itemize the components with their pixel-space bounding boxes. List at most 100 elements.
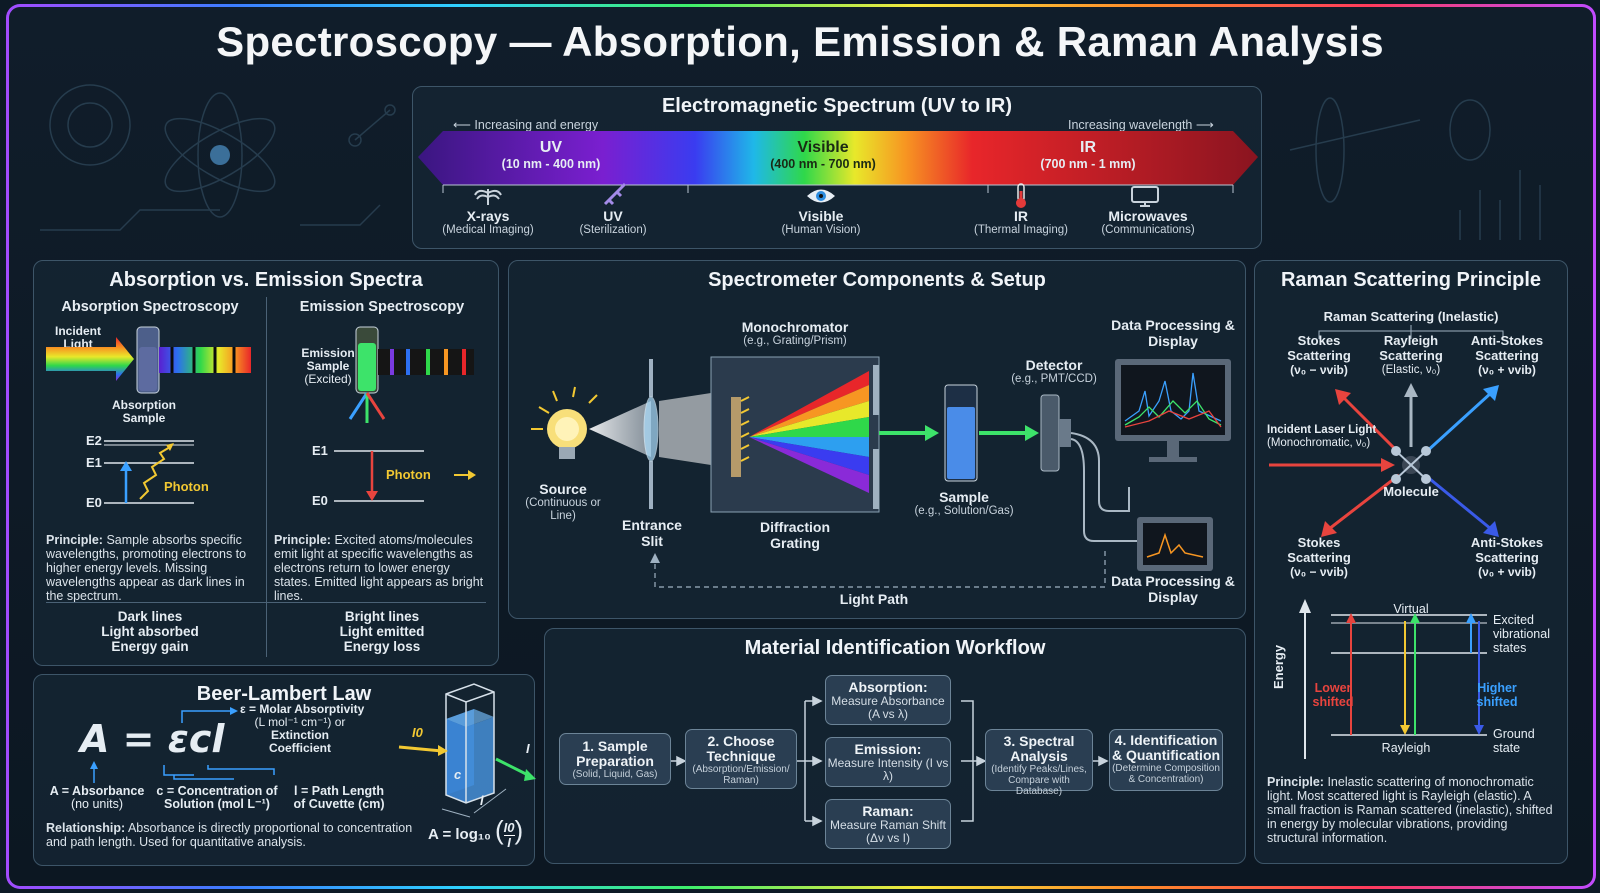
detector-label: Detector(e.g., PMT/CCD) (1011, 357, 1097, 385)
summary-divider (46, 602, 486, 603)
absorption-energy-diagram (104, 440, 194, 504)
display-top-label: Data Processing & Display (1111, 317, 1235, 349)
xray-icon (474, 189, 502, 205)
raman-energy-diagram (1299, 599, 1487, 759)
emission-photon-label: Photon (386, 467, 431, 482)
display-bottom-label: Data Processing & Display (1111, 573, 1235, 605)
monitor-icon (1131, 186, 1159, 207)
thermometer-icon (1016, 183, 1026, 208)
energy-arrow-label: ⟵ Increasing and energy (453, 118, 599, 132)
raman-scattering-diagram (1269, 325, 1504, 537)
emission-illustration (348, 326, 474, 423)
molecule-label: Molecule (1383, 484, 1439, 499)
workflow-arrows (669, 695, 1109, 827)
level-e1: E1 (86, 455, 102, 470)
emission-heading: Emission Spectroscopy (299, 299, 465, 315)
step-choose-technique: 2. Choose Technique(Absorption/Emission/… (685, 729, 797, 789)
emission-energy-diagram (334, 450, 476, 502)
ground-state-label: Ground state (1493, 727, 1535, 755)
stokes-top-label: Stokes Scattering(ν₀ − νvib) (1287, 333, 1351, 377)
spectrometer-panel: Spectrometer Components & Setup (508, 260, 1246, 619)
step-sample-prep: 1. Sample Preparation(Solid, Liquid, Gas… (559, 733, 671, 785)
anti-stokes-top-label: Anti-Stokes Scattering(ν₀ + νvib) (1470, 333, 1544, 377)
photon-label: Photon (164, 479, 209, 494)
incident-laser-label: Incident Laser Light(Monochromatic, ν₀) (1267, 424, 1377, 449)
spectrum-bar (418, 131, 1258, 193)
divider (266, 297, 267, 657)
cuvette-illustration (398, 683, 536, 818)
beer-relationship: Relationship: Absorbance is directly pro… (46, 821, 413, 849)
em-spectrum-panel: Electromagnetic Spectrum (UV to IR) ⟵ In… (412, 86, 1262, 249)
beer-lambert-panel: Beer-Lambert Law A = εcl ε = Molar Absor… (33, 674, 536, 866)
excited-states-label: Excited vibrational states (1493, 613, 1550, 655)
stokes-bottom-label: Stokes Scattering(ν₀ − νvib) (1287, 535, 1351, 579)
entrance-slit-label: Entrance Slit (622, 517, 682, 549)
raman-principle: Principle: Inelastic scattering of monoc… (1267, 775, 1553, 845)
emission-principle: Principle: Excited atoms/molecules emit … (274, 533, 484, 603)
technique-raman: Raman:Measure Raman Shift (Δν vs I) (825, 799, 951, 849)
emission-level-e0: E0 (312, 493, 328, 508)
syringe-icon (603, 182, 627, 206)
step-identification: 4. Identification & Quantification(Deter… (1109, 729, 1223, 791)
lower-shifted-label: Lower shifted (1312, 681, 1354, 709)
spectrometer-illustration (531, 356, 1231, 588)
app-xrays: X-rays(Medical Imaging) (442, 208, 534, 236)
diffraction-grating-label: Diffraction Grating (760, 519, 830, 551)
source-label: Source(Continuous or Line) (525, 481, 601, 522)
light-path-label: Light Path (839, 591, 909, 607)
absorption-sample-label: Absorption Sample (112, 398, 176, 425)
beer-lambert-formula: A = εcl (80, 717, 225, 761)
wavelength-arrow-label: Increasing wavelength ⟶ (1068, 118, 1214, 132)
raman-title: Raman Scattering Principle (1280, 269, 1542, 291)
app-uv: UV(Sterilization) (579, 208, 647, 236)
app-visible: Visible(Human Vision) (781, 208, 861, 236)
i-label: I (526, 741, 530, 756)
visible-band-label: Visible(400 nm - 700 nm) (770, 139, 876, 171)
sample-label: Sample(e.g., Solution/Gas) (914, 489, 1014, 517)
emission-level-e1: E1 (312, 443, 328, 458)
absorption-heading: Absorption Spectroscopy (61, 299, 239, 315)
c-label: c (454, 767, 462, 782)
step-spectral-analysis: 3. Spectral Analysis(Identify Peaks/Line… (985, 729, 1093, 797)
beer-lambert-title: Beer-Lambert Law (196, 683, 372, 705)
formula-arrows (90, 707, 275, 783)
workflow-title: Material Identification Workflow (744, 637, 1046, 659)
absorbance-label: A = Absorbance(no units) (49, 784, 145, 811)
app-microwaves: Microwaves(Communications) (1101, 208, 1195, 236)
raman-subtitle: Raman Scattering (Inelastic) (1323, 309, 1499, 324)
raman-panel: Raman Scattering Principle Raman Scatter… (1254, 260, 1568, 864)
em-spectrum-title: Electromagnetic Spectrum (UV to IR) (661, 95, 1013, 117)
technique-emission: Emission:Measure Intensity (I vs λ) (825, 737, 951, 787)
page-title: Spectroscopy — Absorption, Emission & Ra… (216, 18, 1384, 65)
ir-band-label: IR(700 nm - 1 mm) (1040, 139, 1136, 171)
rayleigh-bottom-label: Rayleigh (1381, 741, 1431, 755)
absorption-illustration (46, 326, 251, 394)
higher-shifted-label: Higher shifted (1476, 681, 1518, 709)
absorption-emission-panel: Absorption vs. Emission Spectra Absorpti… (33, 260, 499, 666)
absorption-emission-title: Absorption vs. Emission Spectra (109, 269, 423, 291)
energy-axis-label: Energy (1271, 644, 1286, 689)
eye-icon (807, 189, 835, 203)
l-label: l (480, 793, 484, 808)
i0-label: I0 (412, 725, 423, 740)
technique-absorption: Absorption:Measure Absorbance (A vs λ) (825, 675, 951, 725)
uv-band-label: UV(10 nm - 400 nm) (501, 139, 601, 171)
monochromator-label: Monochromator(e.g., Grating/Prism) (741, 319, 849, 347)
workflow-panel: Material Identification Workflow 1. Samp… (544, 628, 1246, 864)
anti-stokes-bottom-label: Anti-Stokes Scattering(ν₀ + νvib) (1470, 535, 1544, 579)
level-e2: E2 (86, 433, 102, 448)
absorption-principle: Principle: Sample absorbs specific wavel… (46, 533, 247, 603)
rayleigh-label: Rayleigh Scattering(Elastic, ν₀) (1379, 333, 1443, 376)
virtual-label: Virtual (1393, 602, 1429, 616)
level-e0: E0 (86, 495, 102, 510)
spectrometer-title: Spectrometer Components & Setup (708, 269, 1046, 291)
app-ir: IR(Thermal Imaging) (974, 208, 1068, 236)
